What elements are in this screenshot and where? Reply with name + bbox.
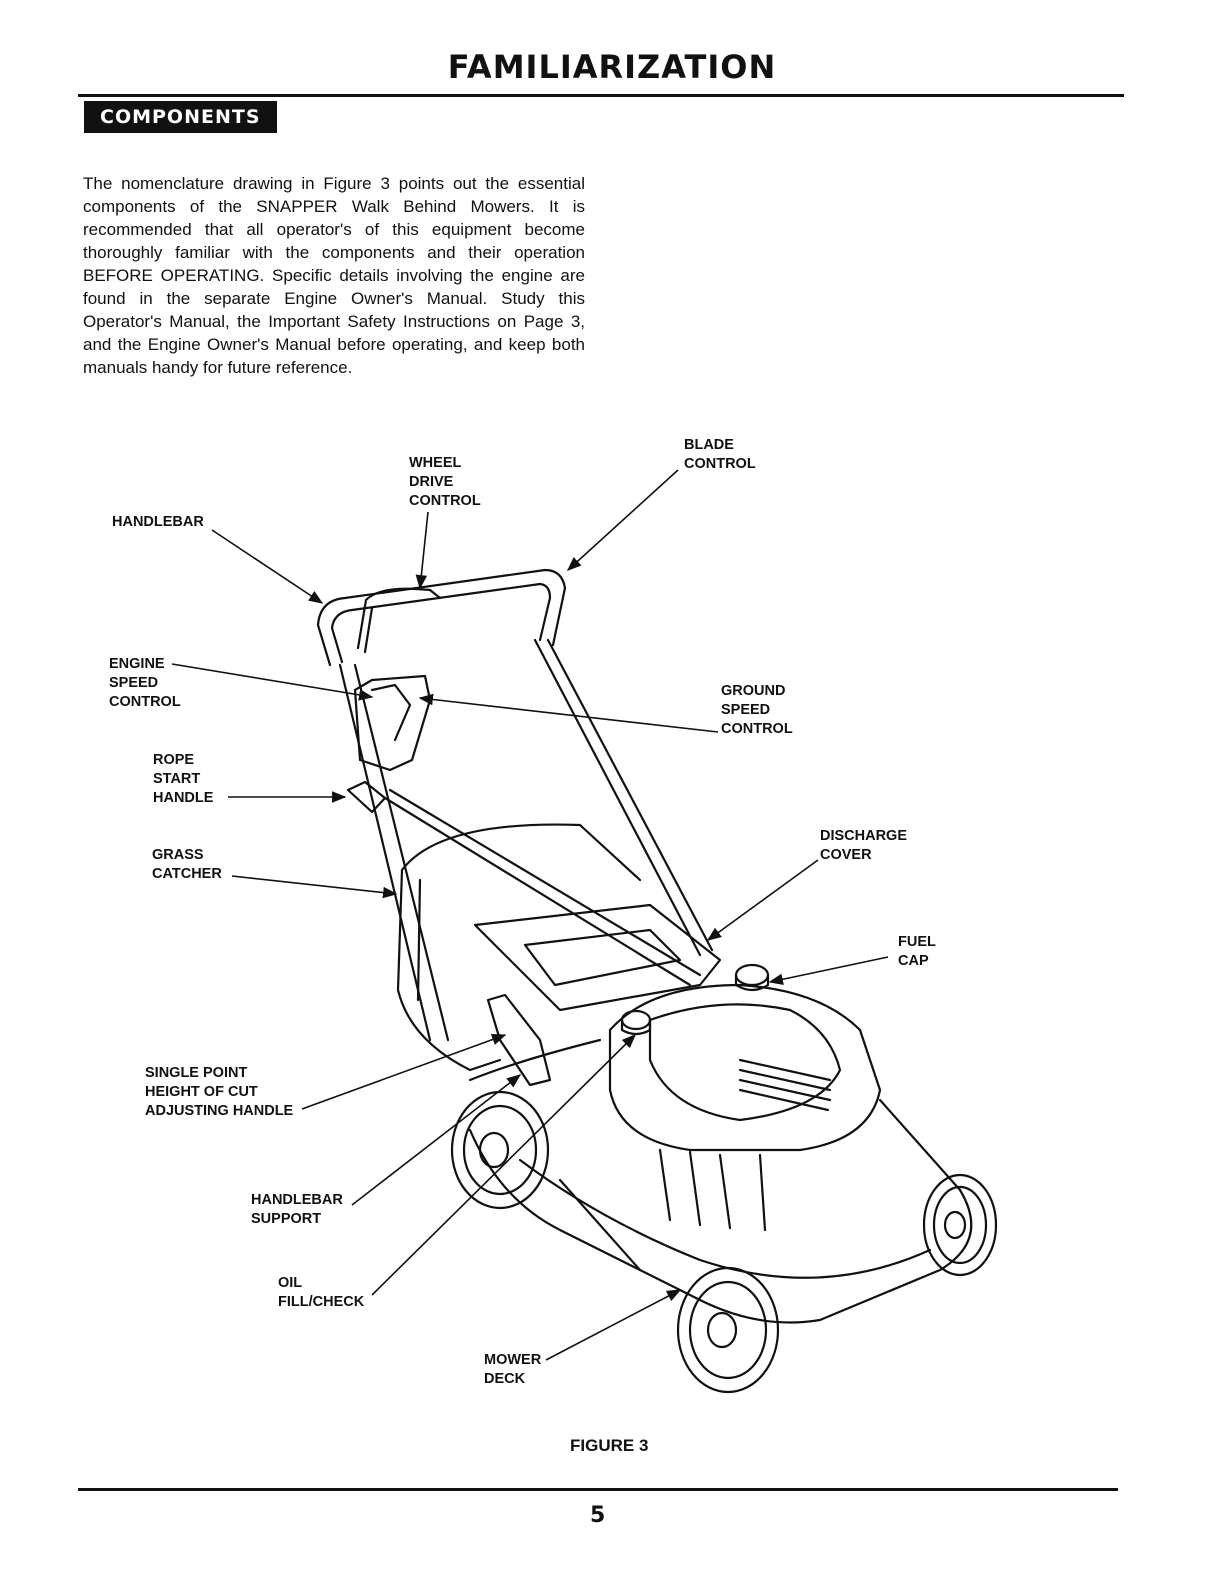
bottom-rule xyxy=(78,1488,1118,1491)
label-rope-start-handle: ROPE START HANDLE xyxy=(153,752,214,806)
label-handlebar: HANDLEBAR xyxy=(112,514,204,530)
label-engine-speed-control: ENGINE SPEED CONTROL xyxy=(109,656,181,710)
top-rule xyxy=(78,94,1124,97)
page-title: FAMILIARIZATION xyxy=(447,48,777,86)
label-blade-control: BLADE CONTROL xyxy=(684,437,756,472)
label-grass-catcher: GRASS CATCHER xyxy=(152,847,222,882)
label-fuel-cap: FUEL CAP xyxy=(898,934,936,969)
intro-paragraph: The nomenclature drawing in Figure 3 poi… xyxy=(83,174,585,377)
label-discharge-cover: DISCHARGE COVER xyxy=(820,828,908,863)
label-oil-fill-check: OIL FILL/CHECK xyxy=(278,1275,365,1310)
section-heading: COMPONENTS xyxy=(84,101,277,133)
label-height-of-cut-handle: SINGLE POINT HEIGHT OF CUT ADJUSTING HAN… xyxy=(145,1065,294,1119)
page-number: 5 xyxy=(590,1503,606,1528)
figure-caption: FIGURE 3 xyxy=(570,1436,649,1455)
label-handlebar-support: HANDLEBAR SUPPORT xyxy=(251,1192,343,1227)
label-ground-speed-control: GROUND SPEED CONTROL xyxy=(721,683,793,737)
label-wheel-drive-control: WHEEL DRIVE CONTROL xyxy=(409,455,481,509)
label-mower-deck: MOWER DECK xyxy=(484,1352,542,1387)
